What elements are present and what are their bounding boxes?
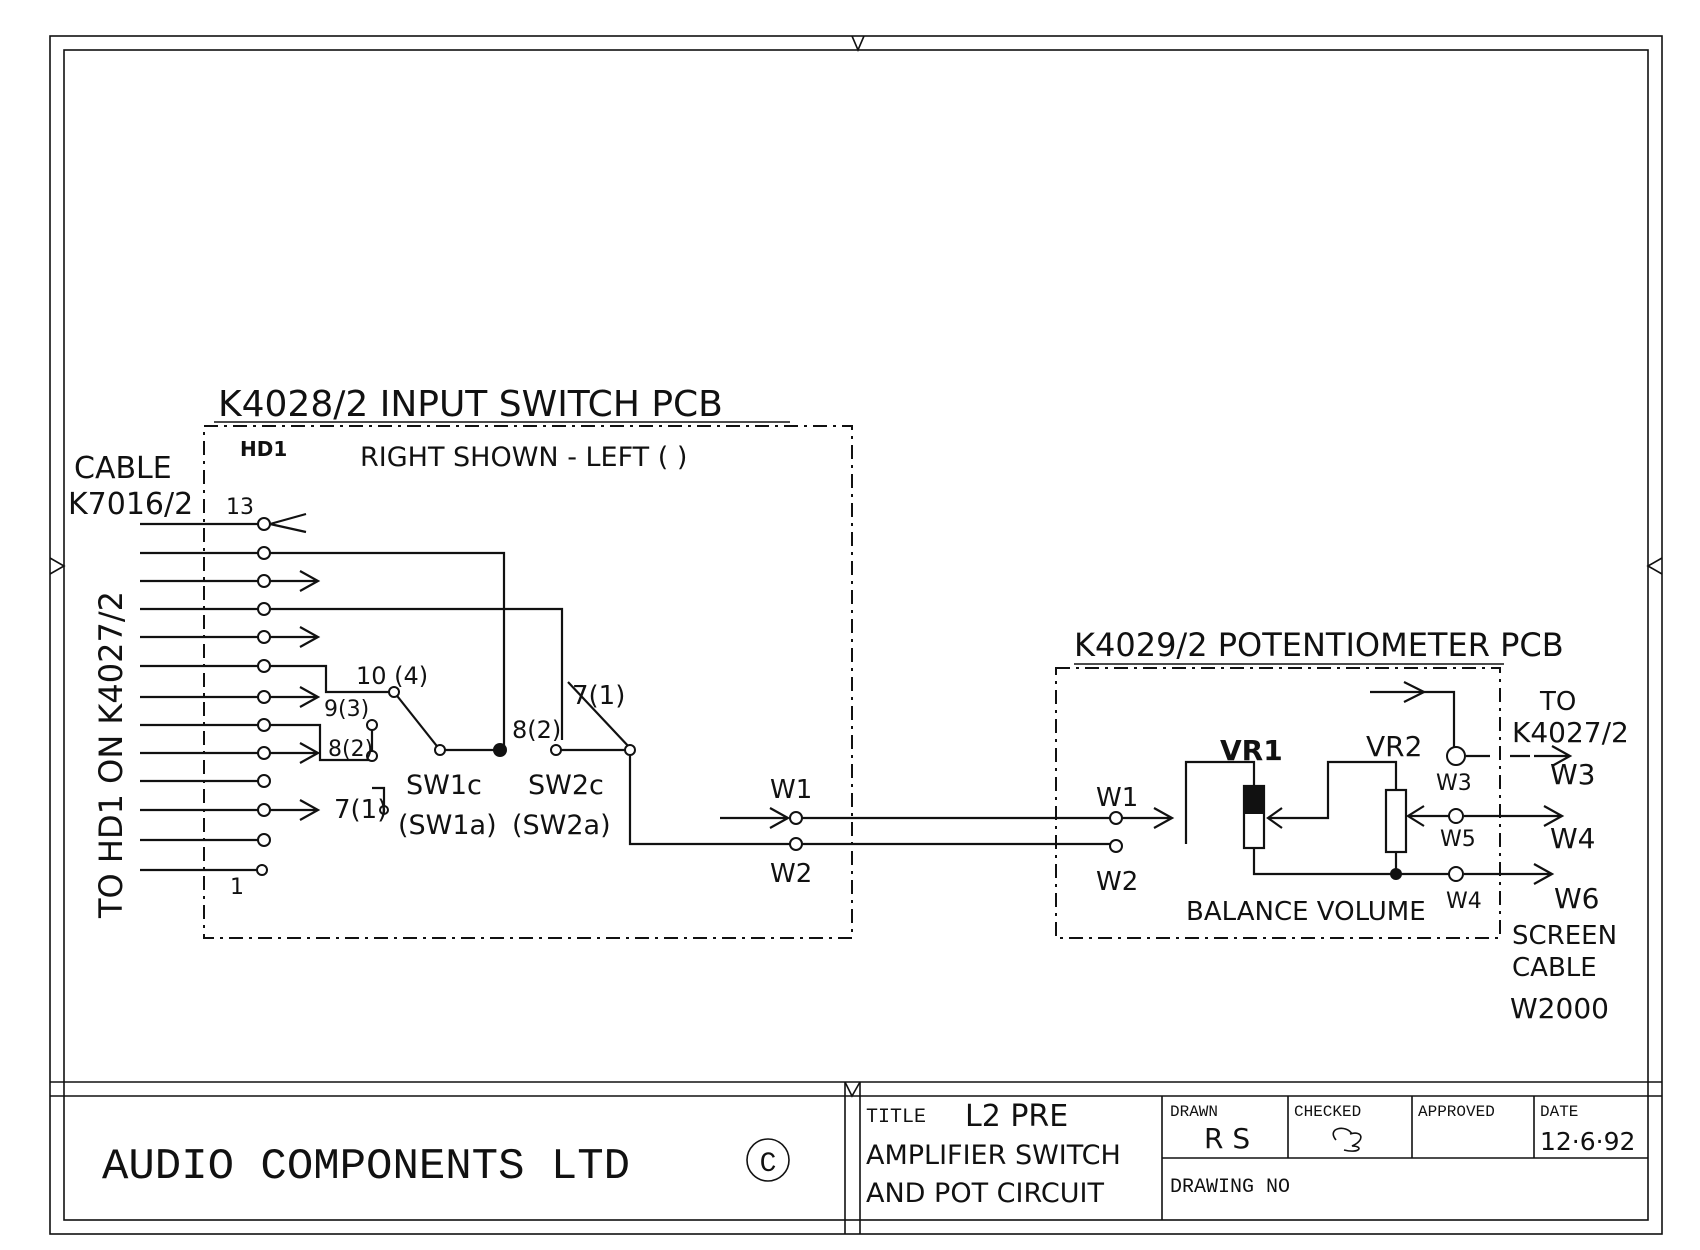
left-center-mark	[49, 557, 66, 575]
w1-left-label: W1	[770, 775, 812, 805]
cable-ref: K7016/2	[68, 487, 193, 522]
w2-left-label: W2	[770, 859, 812, 889]
board2-outline	[1055, 667, 1501, 939]
title-label: TITLE	[866, 1106, 926, 1129]
right-center-mark	[1646, 557, 1663, 575]
sw1-label: SW1c	[406, 770, 482, 801]
to-ref-label: K4027/2	[1512, 716, 1629, 749]
screen-label: SCREEN	[1512, 921, 1617, 951]
title-line-3: AND POT CIRCUIT	[866, 1178, 1104, 1209]
header-pins	[140, 512, 321, 876]
side-label: TO HD1 ON K4027/2	[92, 591, 130, 919]
company-name: AUDIO COMPONENTS LTD	[102, 1142, 630, 1192]
screen-cable-label: CABLE	[1512, 953, 1597, 983]
vr1-label: VR1	[1220, 734, 1283, 767]
outer-border	[49, 35, 1663, 1235]
drawn-label: DRAWN	[1170, 1103, 1218, 1121]
switch-wiring	[270, 551, 1110, 846]
balance-volume-label: BALANCE VOLUME	[1186, 897, 1426, 927]
pin1-label: 1	[230, 875, 244, 900]
out-w6-label: W6	[1554, 882, 1600, 915]
top-center-mark	[851, 35, 865, 53]
vr2-label: VR2	[1366, 730, 1422, 763]
sw1a-label: (SW1a)	[398, 810, 497, 841]
approved-label: APPROVED	[1418, 1103, 1495, 1121]
board1-outline	[203, 425, 853, 939]
w5-in-label: W5	[1440, 827, 1476, 852]
vr2-resistor	[1384, 788, 1408, 854]
w3-in-label: W3	[1436, 771, 1472, 796]
board2-title: K4029/2 POTENTIOMETER PCB	[1074, 626, 1564, 664]
contact-10-label: 10 (4)	[356, 662, 428, 690]
hd1-label: HD1	[240, 437, 287, 461]
pot-circuit	[1184, 681, 1573, 885]
pin13-label: 13	[226, 495, 254, 520]
to-label: TO	[1539, 687, 1576, 717]
sw2a-label: (SW2a)	[512, 810, 611, 841]
copyright-symbol: C	[760, 1149, 777, 1180]
contact-7b-label: 7(1)	[572, 681, 625, 711]
checked-signature	[1332, 1127, 1362, 1152]
out-w4-label: W4	[1550, 822, 1596, 855]
copyright-circle	[746, 1138, 790, 1182]
date-label: DATE	[1540, 1103, 1578, 1121]
sw2-label: SW2c	[528, 770, 604, 801]
title-line-1: L2 PRE	[965, 1099, 1068, 1134]
contact-8a-label: 8(2)	[328, 737, 373, 762]
w4-in-label: W4	[1446, 889, 1482, 914]
board1-subtitle: RIGHT SHOWN - LEFT ( )	[360, 442, 687, 473]
out-w3-label: W3	[1550, 758, 1596, 791]
cable-label: CABLE	[74, 451, 172, 486]
board1-title: K4028/2 INPUT SWITCH PCB	[218, 384, 723, 425]
interboard-wires	[720, 807, 1175, 853]
title-line-2: AMPLIFIER SWITCH	[866, 1140, 1121, 1171]
drawing-no-label: DRAWING NO	[1170, 1176, 1290, 1199]
inner-border	[63, 49, 1649, 1221]
contact-7a-label: 7(1)	[334, 795, 387, 825]
checked-label: CHECKED	[1294, 1103, 1361, 1121]
switch-contacts	[366, 686, 636, 815]
date-value: 12·6·92	[1540, 1127, 1635, 1156]
contact-8b-label: 8(2)	[512, 716, 561, 744]
w1-right-label: W1	[1096, 783, 1138, 813]
junction-dot	[493, 743, 507, 757]
contact-9-label: 9(3)	[324, 697, 369, 722]
bottom-center-mark	[844, 1081, 861, 1098]
w2-right-label: W2	[1096, 867, 1138, 897]
w2000-label: W2000	[1510, 992, 1609, 1025]
drawn-value: R S	[1204, 1122, 1250, 1155]
